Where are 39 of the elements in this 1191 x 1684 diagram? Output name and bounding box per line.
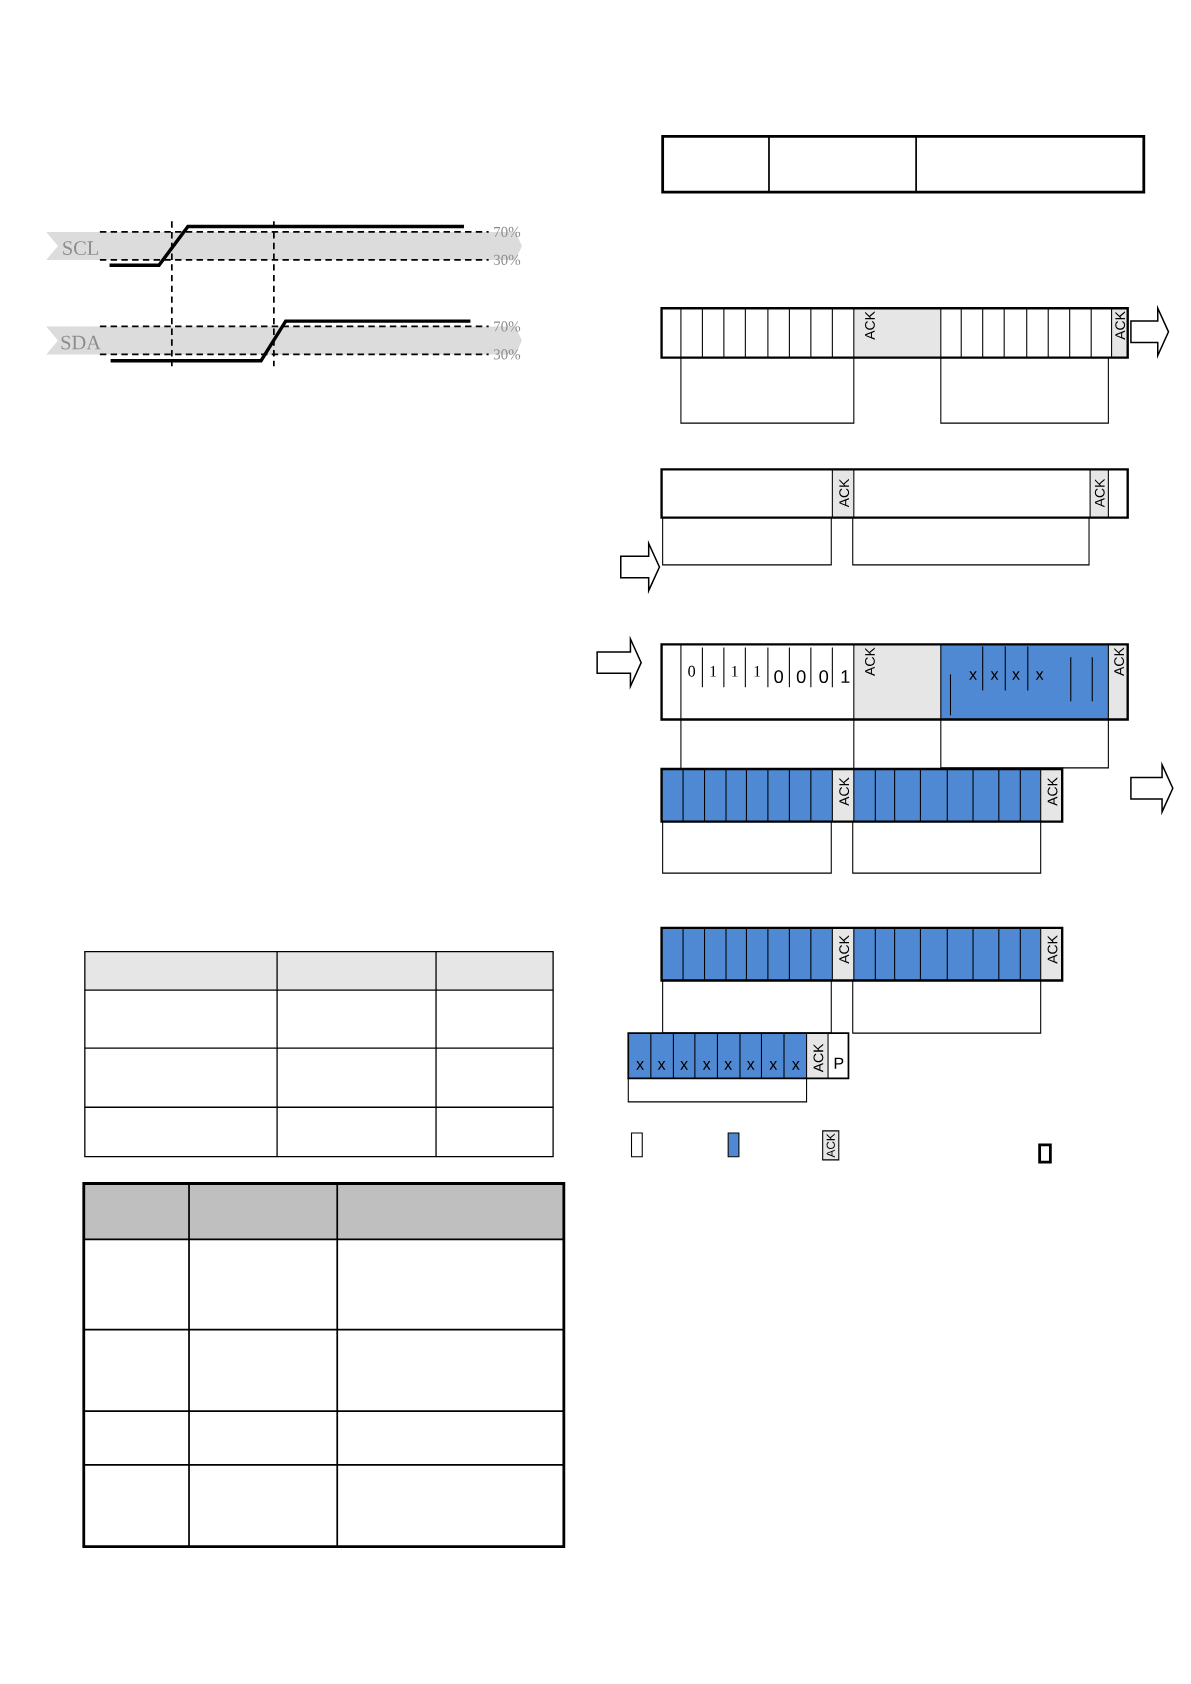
ack-label: ACK <box>1047 777 1058 806</box>
bit-label: x <box>702 1061 711 1070</box>
ack-label: ACK <box>839 478 850 508</box>
threshold-label: 70% <box>494 226 521 238</box>
ack-label: ACK <box>865 647 875 676</box>
ack-label: ACK <box>1114 647 1125 676</box>
bit-label: x <box>636 1061 644 1070</box>
signal-label: SCL <box>63 241 99 255</box>
bit-label: x <box>657 1061 666 1070</box>
ack-label: ACK <box>813 1043 824 1073</box>
stop-bit-label: P <box>834 1057 844 1069</box>
signal-label: SDA <box>61 335 101 350</box>
ack-label: ACK <box>826 1133 835 1158</box>
bit-label: x <box>969 671 977 680</box>
bit-label: x <box>746 1061 755 1070</box>
bit-label: x <box>990 671 999 680</box>
bit-label: 0 <box>774 670 783 684</box>
ack-label: ACK <box>1115 311 1126 340</box>
bit-label: x <box>791 1061 800 1070</box>
bit-label: 1 <box>732 665 738 677</box>
bit-label: 0 <box>819 670 829 684</box>
threshold-label: 70% <box>494 321 521 332</box>
ack-label: ACK <box>839 777 850 806</box>
bit-label: x <box>724 1061 732 1070</box>
ack-label: ACK <box>1047 935 1058 964</box>
ack-label: ACK <box>865 311 875 340</box>
bit-label: x <box>769 1061 778 1070</box>
bit-label: 1 <box>841 670 850 683</box>
threshold-label: 30% <box>493 349 521 360</box>
threshold-label: 30% <box>493 254 521 265</box>
bit-label: x <box>1035 671 1044 680</box>
bit-label: 1 <box>710 665 717 677</box>
bit-label: x <box>1012 671 1020 680</box>
bit-label: 0 <box>796 670 806 684</box>
bit-label: x <box>680 1061 688 1070</box>
bit-label: 1 <box>754 665 761 677</box>
ack-label: ACK <box>839 935 850 964</box>
ack-label: ACK <box>1094 478 1105 508</box>
bit-label: 0 <box>688 665 696 677</box>
